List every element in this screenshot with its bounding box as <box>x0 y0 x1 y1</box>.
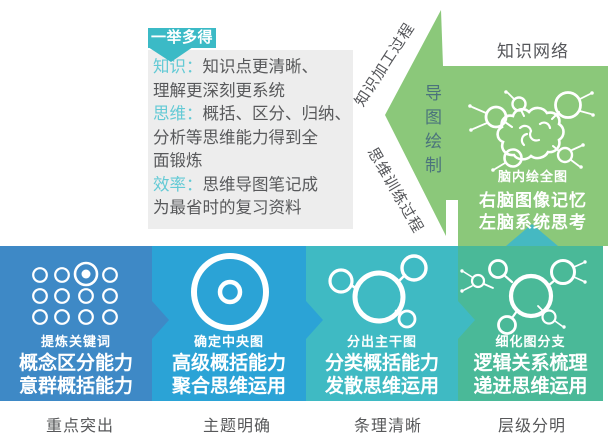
step-text: 分类概括能力 <box>324 353 439 374</box>
step-label: 确定中央图 <box>193 334 264 349</box>
badge-pointer-triangle <box>148 47 193 62</box>
step-text: 意群概括能力 <box>18 376 133 397</box>
benefit-line: 思维：概括、区分、归纳、 <box>153 105 351 123</box>
benefits-badge: 一举多得 <box>148 28 216 48</box>
brain-network-icon <box>468 90 595 172</box>
benefit-line: 面锻炼 <box>153 152 203 170</box>
step-label: 分出主干图 <box>346 334 417 349</box>
benefit-line: 理解更深刻更系统 <box>153 81 285 100</box>
step-text: 递进思维运用 <box>473 376 588 397</box>
benefit-line: 分析等思维能力得到全 <box>153 128 318 147</box>
step-arrow-3 <box>458 301 475 339</box>
step-arrow-2 <box>306 301 323 339</box>
benefits-panel <box>148 50 353 229</box>
label-map-drawing: 导图绘制 <box>422 84 441 180</box>
brain-panel-line2: 左脑系统思考 <box>479 213 587 232</box>
benefit-line: 知识：知识点更清晰、 <box>153 58 318 76</box>
step-text: 高级概括能力 <box>171 353 286 374</box>
step-text: 聚合思维运用 <box>171 376 286 397</box>
step-text: 概念区分能力 <box>18 353 133 374</box>
step-arrow-1 <box>152 301 169 339</box>
step-label: 细化图分支 <box>495 334 566 349</box>
step-text: 逻辑关系梳理 <box>473 353 588 374</box>
benefit-line: 效率：思维导图笔记成 <box>153 175 318 194</box>
caption-highlight: 重点突出 <box>45 418 115 435</box>
caption-clear-theme: 主题明确 <box>202 418 272 435</box>
brain-panel-caption: 脑内绘全图 <box>497 169 568 184</box>
step-label: 提炼关键词 <box>40 334 111 349</box>
benefit-line: 为最省时的复习资料 <box>153 199 302 217</box>
label-knowledge-network: 知识网络 <box>497 42 569 61</box>
caption-organized: 条理清晰 <box>353 418 423 435</box>
step-text: 发散思维运用 <box>324 376 439 397</box>
label-knowledge-process: 知识加工过程 <box>351 19 419 110</box>
caption-hierarchy: 层级分明 <box>497 418 567 435</box>
benefits-text: 知识：知识点更清晰、 理解更深刻更系统 思维：概括、区分、归纳、 分析等思维能力… <box>153 56 353 221</box>
